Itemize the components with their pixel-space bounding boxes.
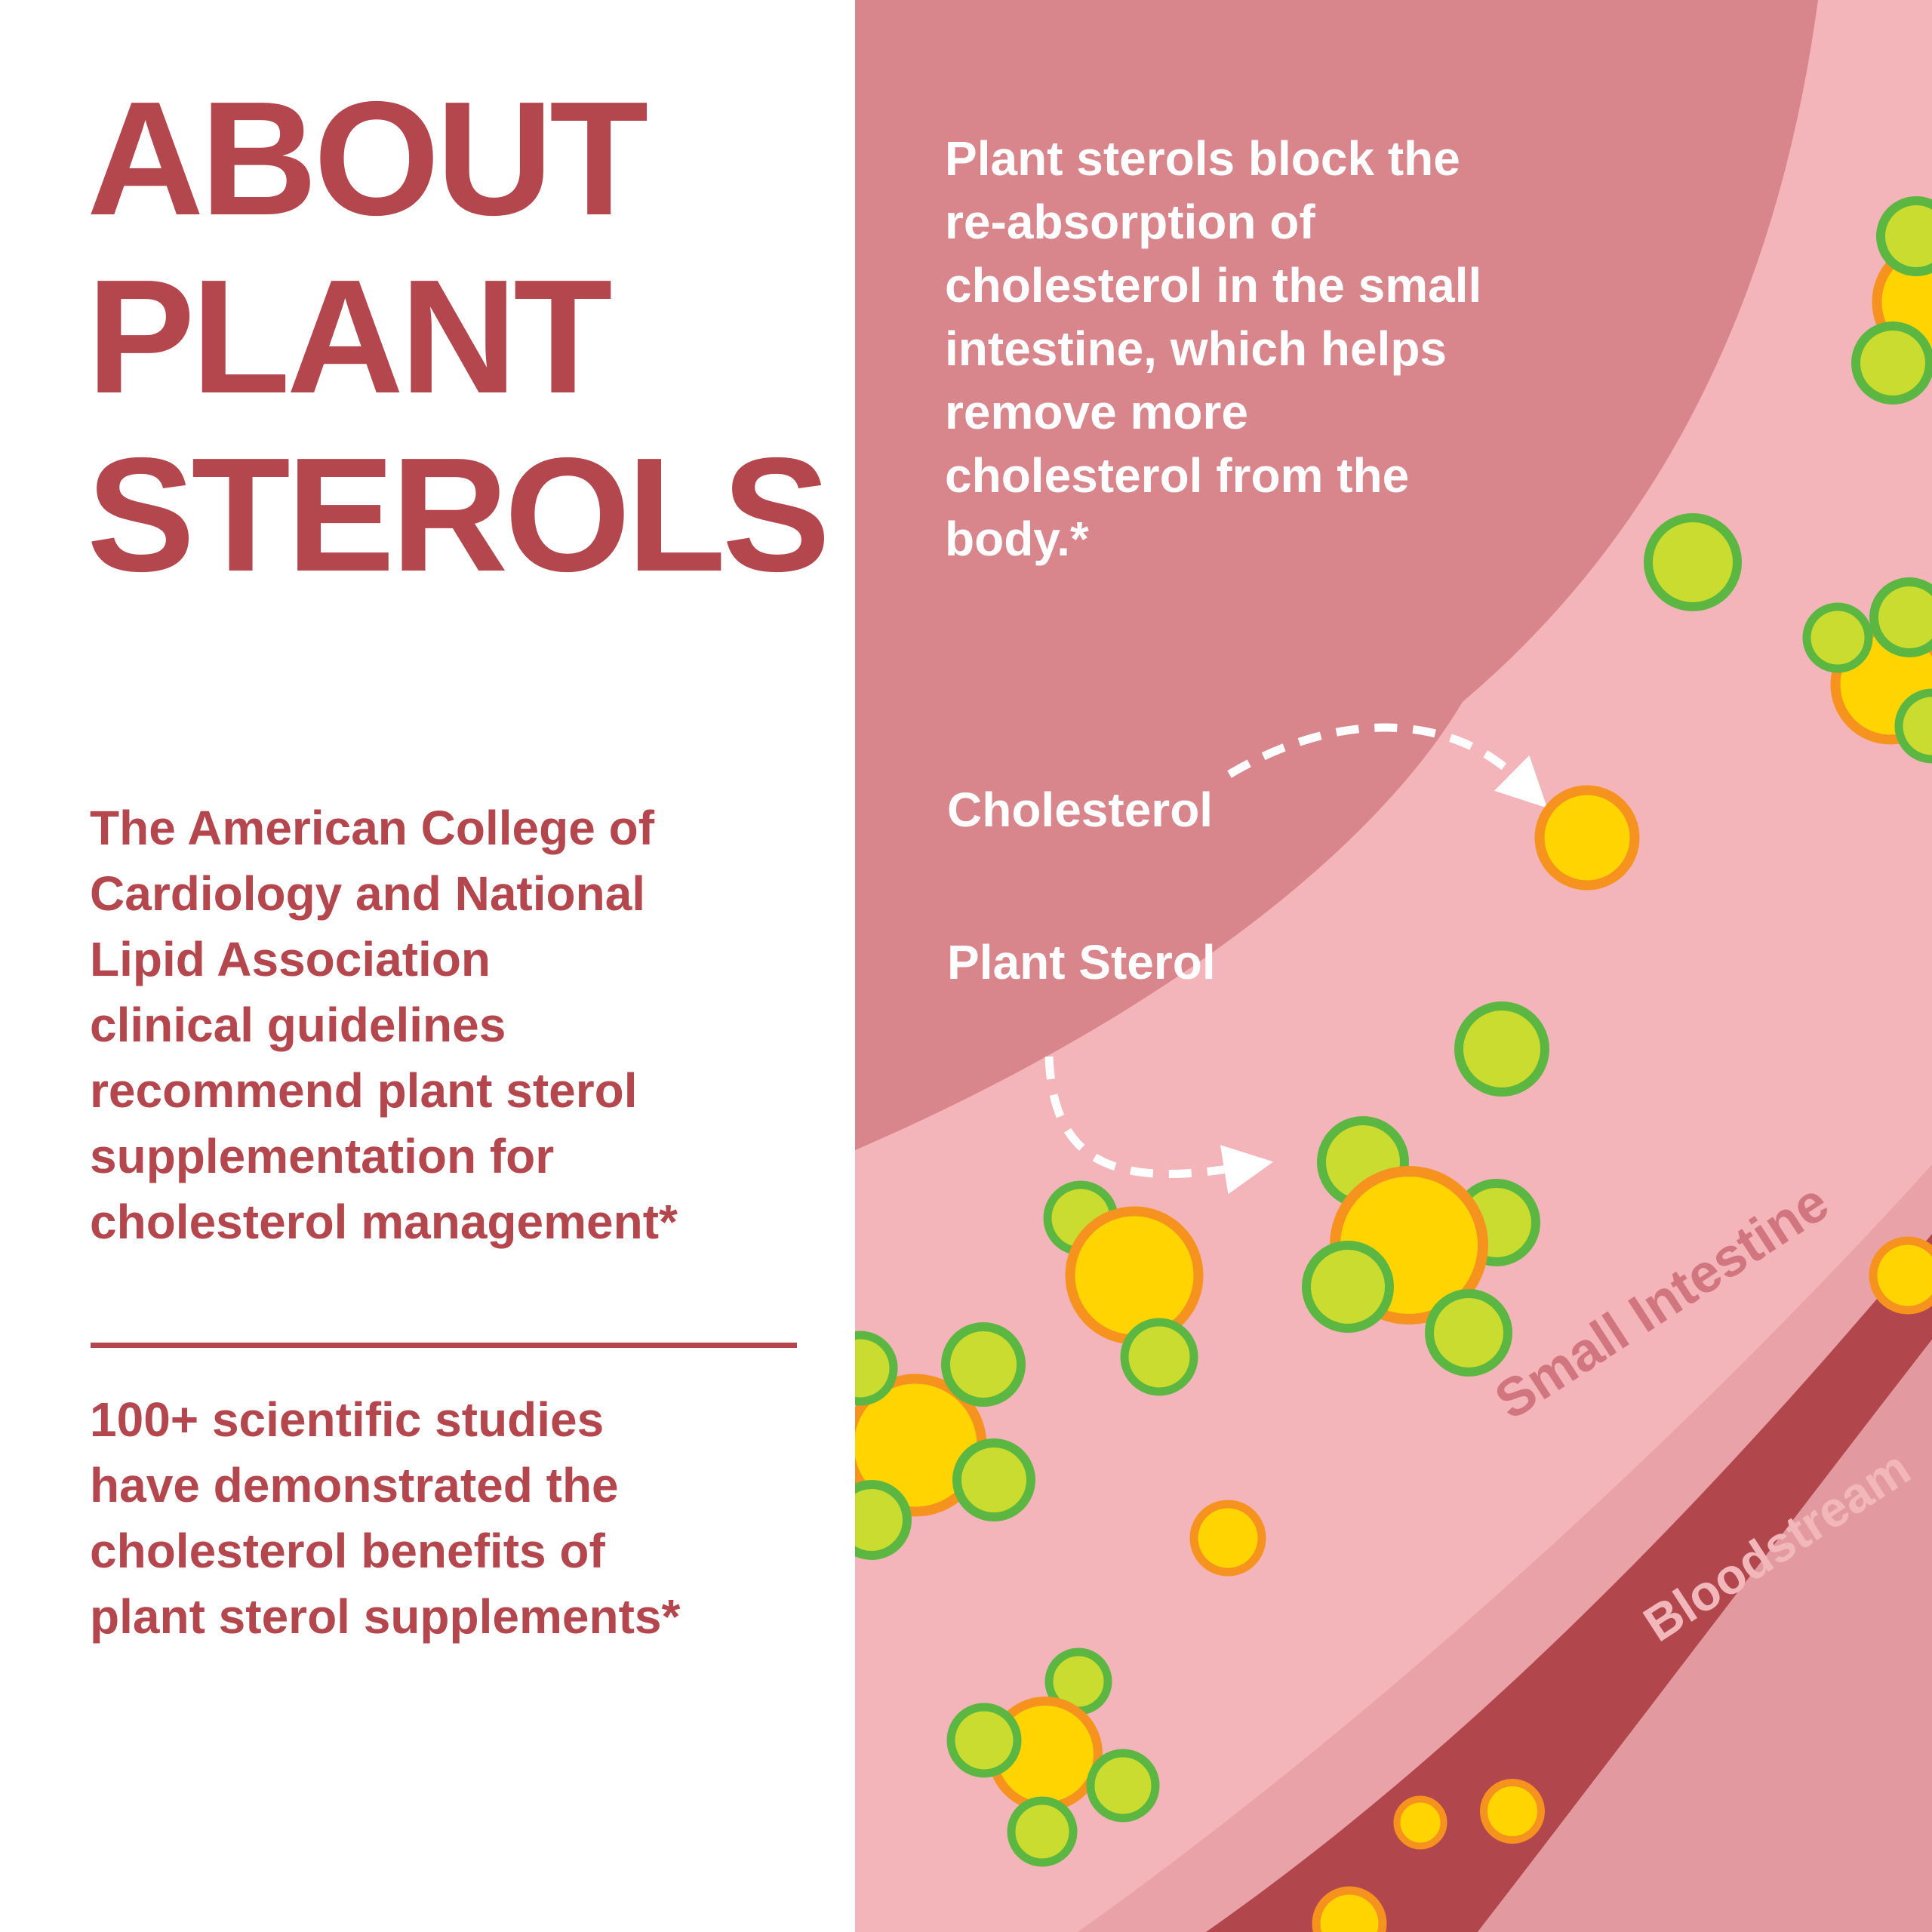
plant-sterol-arrow — [1044, 1056, 1274, 1195]
sterol-cholesterol-cluster — [855, 1322, 1035, 1560]
divider-rule — [91, 1343, 797, 1348]
bloodstream-cholesterol — [1312, 1236, 1932, 1932]
cholesterol-molecule — [1534, 785, 1640, 891]
bloodstream-band — [1206, 1234, 1932, 1932]
intestine-diagram-graphic — [855, 0, 1932, 1932]
page-title: ABOUT PLANT STEROLS — [87, 67, 830, 605]
intestine-wall-top — [855, 0, 1818, 1150]
mechanism-caption: Plant sterols block the re-absorption of… — [945, 131, 1482, 566]
sterol-cholesterol-cluster — [1802, 577, 1932, 764]
outer-wall-corner — [1478, 1340, 1932, 1932]
plant-sterol-molecule — [1454, 513, 1742, 1097]
studies-paragraph: 100+ scientific studies have demonstrate… — [90, 1392, 681, 1644]
intestine-illustration: Plant sterols block the re-absorption of… — [855, 0, 1932, 1932]
sterol-cholesterol-cluster — [1302, 1116, 1540, 1377]
cholesterol-label: Cholesterol — [947, 783, 1214, 837]
sterol-cholesterol-cluster — [946, 1647, 1160, 1867]
sterol-cholesterol-cluster — [1851, 196, 1932, 405]
guidelines-paragraph: The American College of Cardiology and N… — [90, 801, 678, 1249]
plant-sterol-label: Plant Sterol — [947, 935, 1216, 989]
cholesterol-arrow — [1227, 723, 1548, 808]
sterol-cholesterol-cluster — [1043, 1180, 1204, 1396]
left-text-panel: ABOUT PLANT STEROLS The American College… — [0, 0, 855, 1932]
cholesterol-molecule — [1189, 1500, 1266, 1577]
